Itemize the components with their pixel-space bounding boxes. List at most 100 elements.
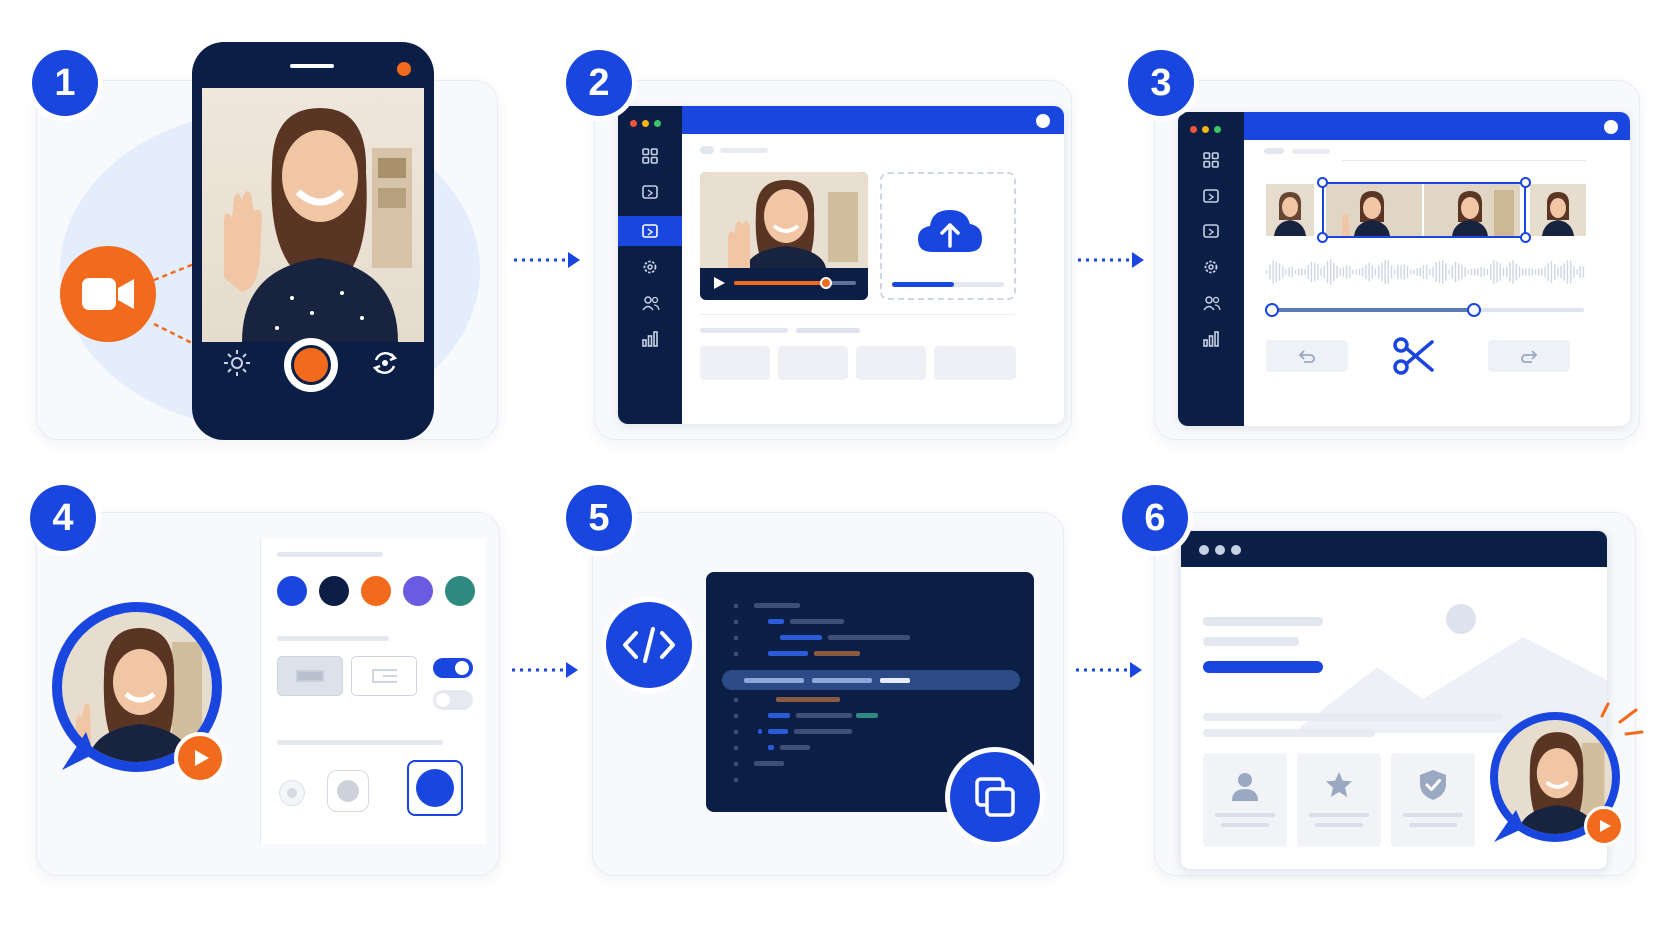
step-4-badge: 4 bbox=[30, 485, 96, 551]
media-icon-alt[interactable] bbox=[1203, 223, 1219, 244]
browser-dot-2 bbox=[1215, 545, 1225, 555]
connector-lines bbox=[153, 262, 195, 346]
waveform-bar bbox=[1486, 268, 1489, 276]
panel-label-1 bbox=[277, 552, 383, 557]
trim-slider-track[interactable] bbox=[1265, 303, 1584, 317]
size-option-small[interactable] bbox=[279, 780, 305, 806]
flip-camera-icon[interactable] bbox=[370, 348, 400, 378]
waveform-bar bbox=[1563, 262, 1565, 282]
color-swatch-teal[interactable] bbox=[445, 576, 475, 606]
waveform-bar bbox=[1576, 269, 1578, 275]
video-thumbnail bbox=[700, 172, 868, 268]
layout-option-filled[interactable] bbox=[277, 656, 343, 696]
content-line-1 bbox=[1203, 713, 1503, 721]
person-waving-image bbox=[224, 108, 412, 342]
browser-dot-3 bbox=[1231, 545, 1241, 555]
waveform-bar bbox=[1307, 265, 1309, 279]
trim-handle-tr[interactable] bbox=[1520, 177, 1531, 188]
window-toggle[interactable] bbox=[1036, 114, 1050, 128]
play-icon[interactable] bbox=[174, 732, 226, 784]
waveform-bar bbox=[1294, 270, 1297, 274]
waveform-bar bbox=[1458, 263, 1460, 281]
tile-2[interactable] bbox=[778, 346, 848, 380]
settings-icon[interactable] bbox=[1203, 259, 1219, 280]
redo-icon[interactable] bbox=[1488, 340, 1570, 372]
brightness-icon[interactable] bbox=[222, 348, 252, 378]
hero-image-placeholder bbox=[1293, 581, 1607, 733]
color-swatch-navy[interactable] bbox=[319, 576, 349, 606]
waveform-bar bbox=[1374, 268, 1377, 276]
editor-app-window bbox=[1178, 112, 1630, 426]
media-icon[interactable] bbox=[642, 184, 658, 205]
waveform-bar bbox=[1474, 268, 1476, 276]
toggle-off[interactable] bbox=[433, 690, 473, 710]
trim-selection-box[interactable] bbox=[1322, 182, 1526, 238]
media-icon[interactable] bbox=[1203, 188, 1219, 209]
bubble-tail bbox=[62, 732, 94, 770]
settings-icon[interactable] bbox=[642, 259, 658, 280]
waveform-bar bbox=[1323, 265, 1325, 279]
trim-handle-tl[interactable] bbox=[1317, 177, 1328, 188]
window-titlebar bbox=[1178, 112, 1630, 140]
trim-handle-bl[interactable] bbox=[1317, 232, 1328, 243]
size-option-large[interactable] bbox=[407, 760, 463, 816]
copy-icon[interactable] bbox=[950, 752, 1040, 842]
waveform-bar bbox=[1477, 268, 1479, 276]
waveform-bar bbox=[1422, 265, 1425, 279]
size-option-medium[interactable] bbox=[327, 770, 369, 812]
feature-card-star[interactable] bbox=[1297, 753, 1381, 847]
video-preview[interactable] bbox=[700, 172, 868, 300]
color-swatch-orange[interactable] bbox=[361, 576, 391, 606]
tile-1[interactable] bbox=[700, 346, 770, 380]
chart-icon[interactable] bbox=[642, 331, 658, 352]
window-dot-yellow bbox=[1202, 126, 1209, 133]
waveform-bar bbox=[1304, 269, 1306, 275]
play-icon[interactable] bbox=[1584, 806, 1624, 846]
feature-card-user[interactable] bbox=[1203, 753, 1287, 847]
grid-icon[interactable] bbox=[1203, 152, 1219, 173]
users-icon[interactable] bbox=[642, 295, 660, 316]
feature-card-shield[interactable] bbox=[1391, 753, 1475, 847]
trim-slider-start[interactable] bbox=[1265, 303, 1279, 317]
content-line-2 bbox=[1203, 729, 1375, 737]
tile-4[interactable] bbox=[934, 346, 1016, 380]
record-icon[interactable] bbox=[284, 338, 338, 392]
chart-icon[interactable] bbox=[1203, 331, 1219, 352]
layout-option-outline[interactable] bbox=[351, 656, 417, 696]
waveform-bar bbox=[1365, 264, 1367, 280]
undo-icon[interactable] bbox=[1266, 340, 1348, 372]
waveform-bar bbox=[1266, 270, 1268, 274]
grid-icon[interactable] bbox=[642, 148, 658, 169]
upload-dropzone[interactable] bbox=[880, 172, 1016, 300]
play-icon[interactable] bbox=[712, 276, 726, 295]
upload-app-window bbox=[618, 106, 1064, 424]
code-icon[interactable] bbox=[606, 602, 692, 688]
feature-caption bbox=[1403, 813, 1463, 817]
list-placeholder-2 bbox=[796, 328, 860, 333]
trim-slider-knob[interactable] bbox=[1467, 303, 1482, 317]
waveform-bar bbox=[1333, 262, 1335, 282]
phone-notch bbox=[290, 64, 334, 68]
waveform-bar bbox=[1512, 260, 1514, 284]
window-toggle[interactable] bbox=[1604, 120, 1618, 134]
media-icon-active[interactable] bbox=[642, 223, 658, 244]
waveform-bar bbox=[1403, 264, 1405, 280]
window-dot-red bbox=[1190, 126, 1197, 133]
scissors-icon[interactable] bbox=[1392, 336, 1434, 381]
waveform-bar bbox=[1506, 266, 1508, 278]
users-icon[interactable] bbox=[1203, 295, 1221, 316]
waveform-bar bbox=[1378, 265, 1380, 279]
video-progress-knob[interactable] bbox=[819, 277, 832, 289]
trim-handle-br[interactable] bbox=[1520, 232, 1531, 243]
color-swatch-blue[interactable] bbox=[277, 576, 307, 606]
header-chip bbox=[700, 146, 714, 154]
color-swatch-purple[interactable] bbox=[403, 576, 433, 606]
toggle-on[interactable] bbox=[433, 658, 473, 678]
video-progress-track[interactable] bbox=[734, 277, 856, 289]
filmstrip[interactable] bbox=[1266, 184, 1586, 236]
tile-3[interactable] bbox=[856, 346, 926, 380]
cloud-upload-icon[interactable] bbox=[916, 206, 984, 259]
waveform-bar bbox=[1554, 264, 1556, 280]
hero-cta-button[interactable] bbox=[1203, 661, 1323, 673]
waveform-bar bbox=[1467, 270, 1469, 274]
